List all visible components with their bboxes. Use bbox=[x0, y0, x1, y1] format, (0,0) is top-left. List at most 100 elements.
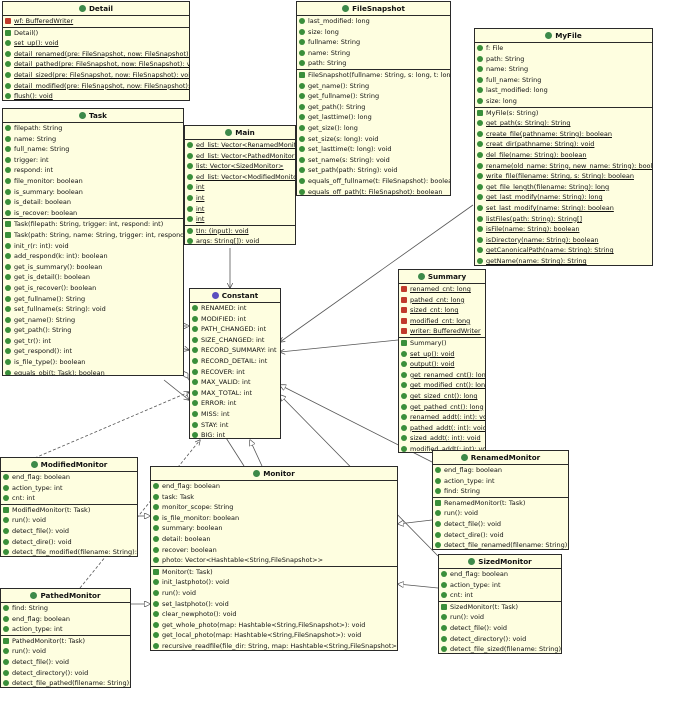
public-member-icon bbox=[5, 242, 11, 249]
field-text: pathed_cnt: long bbox=[410, 295, 465, 304]
public-member-icon bbox=[3, 615, 9, 622]
method-text: flush(): void bbox=[14, 92, 53, 101]
public-member-icon bbox=[3, 680, 9, 687]
public-member-icon bbox=[5, 253, 11, 260]
public-member-icon bbox=[153, 579, 159, 586]
method-text: detect_directory(): void bbox=[450, 634, 527, 643]
public-member-icon bbox=[5, 93, 11, 100]
field-row: task: Task bbox=[151, 492, 397, 503]
field-row: end_flag: boolean bbox=[151, 481, 397, 492]
method-text: get_modified_cnt(): long bbox=[410, 381, 486, 390]
method-text: get_file_length(filename: String): long bbox=[486, 182, 610, 191]
field-text: find: String bbox=[12, 604, 48, 612]
field-row: wf: BufferedWriter bbox=[3, 16, 189, 27]
field-text: BIG: int bbox=[201, 431, 226, 439]
method-text: RenamedMonitor(t: Task) bbox=[444, 498, 526, 507]
method-text: get_local_photo(map: Hashtable<String,Fi… bbox=[162, 631, 362, 640]
field-row: sized_cnt: long bbox=[399, 305, 485, 316]
public-member-icon bbox=[477, 66, 483, 73]
field-row: RECOVER: int bbox=[190, 367, 280, 378]
field-row: pathed_cnt: long bbox=[399, 295, 485, 306]
field-row: int bbox=[185, 214, 295, 225]
public-member-icon bbox=[5, 284, 11, 291]
methods-section: FileSnapshot(fullname: String, s: long, … bbox=[297, 70, 451, 195]
field-text: action_type: int bbox=[444, 476, 495, 485]
field-text: summary: boolean bbox=[162, 524, 223, 533]
field-text: last_modified: long bbox=[308, 17, 370, 25]
method-text: get_whole_photo(map: Hashtable<String,Fi… bbox=[162, 620, 366, 629]
method-row: set_path(path: String): void bbox=[297, 165, 450, 176]
public-member-icon bbox=[192, 347, 198, 354]
public-member-icon bbox=[477, 194, 483, 201]
field-row: action_type: int bbox=[1, 483, 137, 494]
field-text: renamed_cnt: long bbox=[410, 285, 471, 293]
method-text: set_name(s: String): void bbox=[308, 155, 390, 164]
field-text: f: File bbox=[486, 44, 504, 52]
method-row: detail_pathed(pre: FileSnapshot, now: Fi… bbox=[3, 59, 189, 70]
class-icon bbox=[545, 32, 553, 39]
field-text: detail: boolean bbox=[162, 534, 211, 543]
public-member-icon bbox=[477, 162, 483, 169]
method-row: Detail() bbox=[3, 28, 189, 39]
public-member-icon bbox=[153, 589, 159, 596]
class-icon bbox=[225, 129, 233, 136]
public-member-icon bbox=[5, 61, 11, 68]
class-icon bbox=[79, 112, 87, 119]
field-text: modified_cnt: long bbox=[410, 316, 471, 325]
method-row: run(): void bbox=[1, 646, 130, 657]
method-text: detect_file(): void bbox=[450, 623, 508, 632]
field-text: int bbox=[196, 183, 205, 192]
method-row: get_name(): String bbox=[297, 81, 450, 92]
public-member-icon bbox=[5, 348, 11, 355]
field-row: MAX_TOTAL: int bbox=[190, 388, 280, 399]
field-row: detail: boolean bbox=[151, 534, 397, 545]
method-row: set_name(s: String): void bbox=[297, 155, 450, 166]
constructor-icon bbox=[3, 506, 9, 513]
method-row: create_file(pathname: String): boolean bbox=[475, 129, 652, 140]
method-row: run(): void bbox=[439, 612, 561, 623]
edge-renamed-monitor bbox=[398, 519, 433, 524]
public-member-icon bbox=[187, 184, 193, 191]
field-text: RECORD_DETAIL: int bbox=[201, 356, 268, 365]
method-row: clear_newphoto(): void bbox=[151, 609, 397, 620]
public-member-icon bbox=[192, 368, 198, 375]
class-title: Monitor bbox=[263, 469, 295, 478]
field-text: STAY: int bbox=[201, 420, 229, 429]
class-icon bbox=[417, 273, 425, 280]
public-member-icon bbox=[5, 40, 11, 47]
public-member-icon bbox=[435, 531, 441, 538]
class-icon bbox=[342, 5, 350, 12]
public-member-icon bbox=[192, 410, 198, 417]
field-text: RENAMED: int bbox=[201, 304, 247, 312]
public-member-icon bbox=[299, 39, 305, 46]
public-member-icon bbox=[153, 600, 159, 607]
edge-summary-constant bbox=[280, 339, 399, 352]
public-member-icon bbox=[299, 124, 305, 131]
public-member-icon bbox=[192, 389, 198, 396]
constructor-icon bbox=[3, 637, 9, 644]
public-member-icon bbox=[153, 546, 159, 553]
field-text: MODIFIED: int bbox=[201, 314, 247, 323]
method-text: equals_off_fullname(t: FileSnapshot): bo… bbox=[308, 176, 451, 185]
field-text: path: String bbox=[308, 59, 347, 68]
field-row: int bbox=[185, 182, 295, 193]
edge-myfile-constant bbox=[280, 204, 474, 342]
method-text: get_last_modify(name: String): long bbox=[486, 193, 603, 202]
method-text: get_name(): String bbox=[308, 81, 370, 90]
field-text: end_flag: boolean bbox=[444, 466, 502, 474]
